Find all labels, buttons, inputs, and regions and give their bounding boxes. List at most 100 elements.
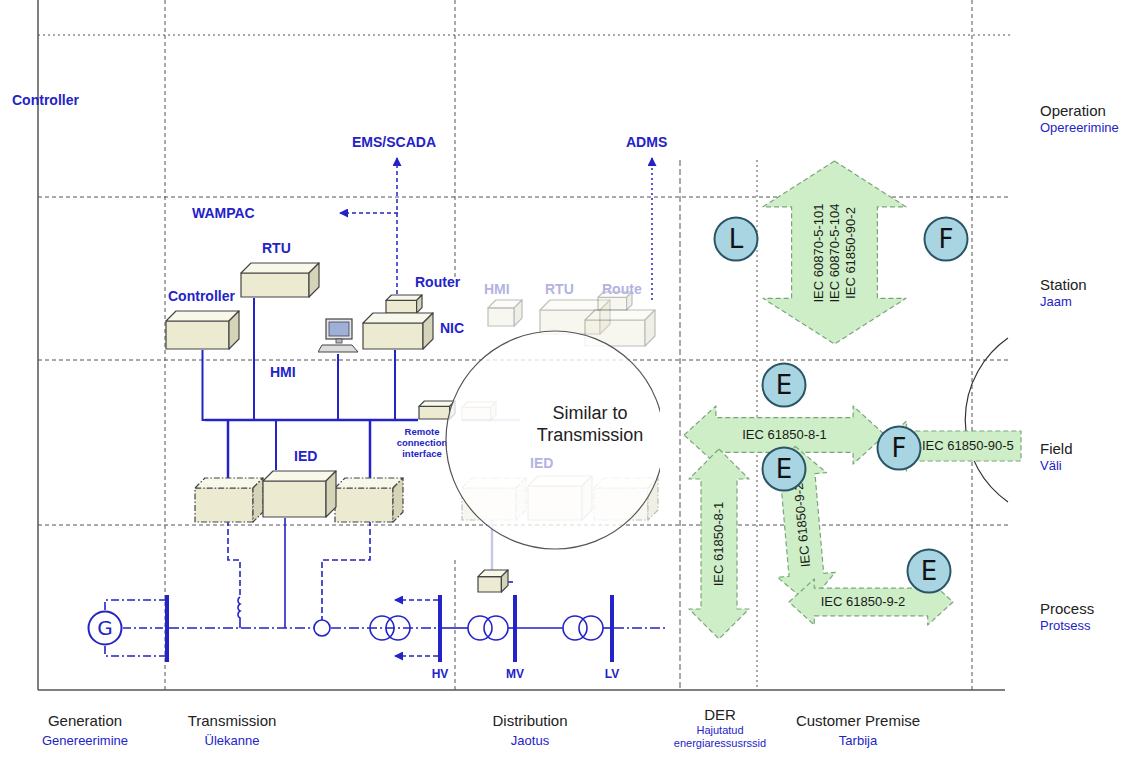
arrow-outline xyxy=(763,161,906,344)
device-label: HMI xyxy=(270,364,312,381)
actor-letter: E xyxy=(776,370,792,400)
device-label: Controller xyxy=(168,288,243,305)
computer-icon xyxy=(318,319,358,352)
box-face xyxy=(501,570,508,592)
circle-outline xyxy=(763,364,806,407)
uplink-arrows xyxy=(340,158,652,300)
label-holder: Hajutatud energiaressusrssid xyxy=(668,724,772,750)
label-holder: Field xyxy=(1040,440,1073,458)
box-face xyxy=(598,297,627,310)
device-box: NIC xyxy=(362,312,434,350)
domain-label: Controller xyxy=(12,92,79,109)
zone-label: Field xyxy=(1040,440,1073,458)
label-holder: Genereerimine xyxy=(42,733,128,749)
label-holder: Operation xyxy=(1040,102,1106,120)
system-label: EMS/SCADA xyxy=(352,134,436,151)
process-single-line-part xyxy=(284,518,286,628)
label-holder: ADMS xyxy=(626,134,667,151)
arrow-shape xyxy=(879,421,1021,471)
station-bus-part xyxy=(369,420,372,478)
device-box xyxy=(386,295,422,313)
label-holder: Ülekanne xyxy=(205,733,260,749)
device-box xyxy=(363,313,433,349)
circle-outline xyxy=(715,218,758,261)
box-face xyxy=(195,488,253,522)
box-face xyxy=(478,577,501,592)
actor-circle: E xyxy=(906,548,952,594)
actor-letter: F xyxy=(939,224,954,254)
domain-label: Customer Premise xyxy=(796,712,920,730)
domain-label: Ülekanne xyxy=(205,733,260,749)
process-single-line-part xyxy=(238,597,240,628)
protocol-name: IEC 61850-90-5 xyxy=(922,438,1014,454)
process-single-line-part xyxy=(513,595,517,662)
actor-circle: L xyxy=(713,216,759,262)
hmi-terminal: HMI xyxy=(318,318,360,354)
box-face xyxy=(488,308,514,326)
similar-zone-circle: Similar to Transmission xyxy=(445,330,660,550)
bus-connector xyxy=(203,350,277,470)
domain-label: DER xyxy=(704,706,736,724)
box-face xyxy=(363,313,433,323)
label-holder: Opereerimine xyxy=(1040,120,1119,136)
node-outline xyxy=(385,294,423,314)
process-single-line-part xyxy=(314,620,330,636)
protocol-name: IEC 60870-5-104 xyxy=(826,203,842,302)
process-single-line-part xyxy=(484,616,508,640)
process-single-line-part xyxy=(614,627,665,629)
zone-note: Similar to Transmission xyxy=(525,402,655,446)
box-face xyxy=(229,311,239,349)
label-holder: Protsess xyxy=(1040,618,1091,634)
node-outline xyxy=(165,310,240,350)
device-box: IED xyxy=(262,470,337,518)
box-face xyxy=(363,323,423,349)
box-face xyxy=(645,310,655,346)
system-label: ADMS xyxy=(626,134,667,151)
label-holder: Generation xyxy=(48,712,122,730)
actor-letter: E xyxy=(921,556,937,586)
device-box: Router xyxy=(385,294,423,314)
box-face xyxy=(195,478,263,488)
uplink-arrows-part xyxy=(396,158,398,294)
circle-outline xyxy=(763,448,806,491)
arrow-shape xyxy=(689,449,749,639)
protocol-name: IEC 60870-5-101 xyxy=(810,203,826,302)
box-face xyxy=(585,310,655,320)
node-outline xyxy=(318,318,360,354)
circle-outline xyxy=(925,218,968,261)
zone-label: Opereerimine xyxy=(1040,120,1119,136)
grid-lines xyxy=(38,0,1010,690)
process-single-line-part xyxy=(508,627,513,629)
domain-label: Tarbija xyxy=(839,733,877,749)
voltage-label: MV xyxy=(506,667,524,681)
protocol-name: IEC 61850-90-2 xyxy=(842,203,858,302)
domain-label: Jaotus xyxy=(511,733,549,749)
actor-circle: E xyxy=(761,362,807,408)
station-bus-part xyxy=(227,420,230,478)
keyboard xyxy=(318,345,358,352)
process-single-line-part xyxy=(165,595,169,662)
circle-outline xyxy=(878,427,921,470)
actor-circle: G xyxy=(87,610,123,646)
actor-letter: G xyxy=(97,616,113,640)
uplink-arrows-part xyxy=(340,212,398,214)
box-face xyxy=(393,478,403,522)
label-holder: LV xyxy=(605,667,619,681)
box-face xyxy=(514,300,522,326)
label-holder: EMS/SCADA xyxy=(352,134,436,151)
system-label: WAMPAC xyxy=(192,205,255,222)
device-label: NIC xyxy=(440,320,512,337)
label-holder: Jaam xyxy=(1040,294,1072,310)
actor-circle: E xyxy=(761,446,807,492)
label-holder: Route xyxy=(602,281,642,298)
actor-circle: F xyxy=(923,216,969,262)
scope-arc xyxy=(965,338,1008,502)
process-single-line-part xyxy=(395,599,438,601)
domain-label: Transmission xyxy=(188,712,277,730)
label-holder: IED xyxy=(530,455,553,472)
faded-label: RTU xyxy=(545,281,574,298)
protocol-name: IEC 61850-9-2 xyxy=(821,594,906,610)
process-single-line-part xyxy=(228,520,240,596)
actor-letter: F xyxy=(892,433,907,463)
